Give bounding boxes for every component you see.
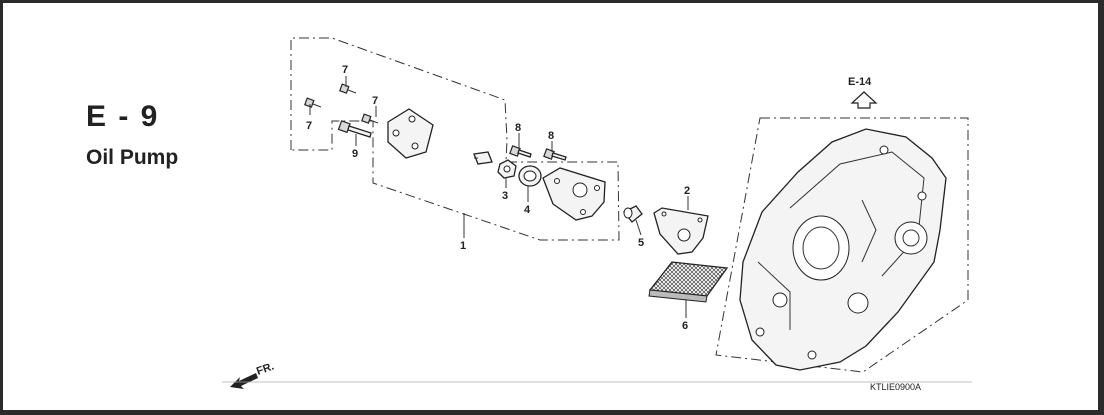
right-crankcase [739, 128, 947, 371]
callout-8-right: 8 [548, 130, 554, 142]
reference-e14-label: E-14 [848, 76, 872, 88]
inner-rotor [497, 159, 517, 179]
gasket [653, 207, 709, 255]
callout-7-right: 7 [372, 95, 378, 107]
callout-3: 3 [502, 190, 508, 202]
diagram-code: KTLIE0900A [870, 382, 921, 392]
front-direction-arrow-icon [230, 373, 258, 389]
oil-pump-cover [387, 108, 434, 159]
callout-9: 9 [352, 148, 358, 160]
pump-shaft [473, 151, 493, 165]
callout-4: 4 [524, 204, 531, 216]
pump-body [542, 167, 606, 221]
callout-7-top: 7 [342, 64, 348, 76]
section-code: E - 9 [86, 100, 160, 133]
bolt-7-top [339, 83, 357, 94]
bolt-7-left [304, 97, 322, 108]
section-title: Oil Pump [86, 146, 179, 169]
callout-8-left: 8 [515, 122, 521, 134]
bolt-8-left [509, 145, 532, 158]
assembly-boundary [290, 37, 620, 241]
reference-up-arrow-icon [850, 91, 878, 109]
callout-7-left: 7 [306, 120, 312, 132]
oil-strainer-screen [648, 261, 729, 303]
leader-lines [309, 76, 689, 318]
front-direction-label: FR. [255, 360, 276, 377]
crankcase-boundary [715, 117, 969, 373]
collar [622, 205, 643, 223]
bolt-8-right [543, 148, 567, 161]
bolt-7-right [361, 113, 379, 124]
callout-6: 6 [682, 320, 688, 332]
outer-rotor [518, 165, 542, 187]
bolt-9 [337, 120, 372, 138]
callout-5: 5 [638, 237, 644, 249]
callout-2: 2 [684, 185, 690, 197]
callout-1: 1 [460, 240, 466, 252]
